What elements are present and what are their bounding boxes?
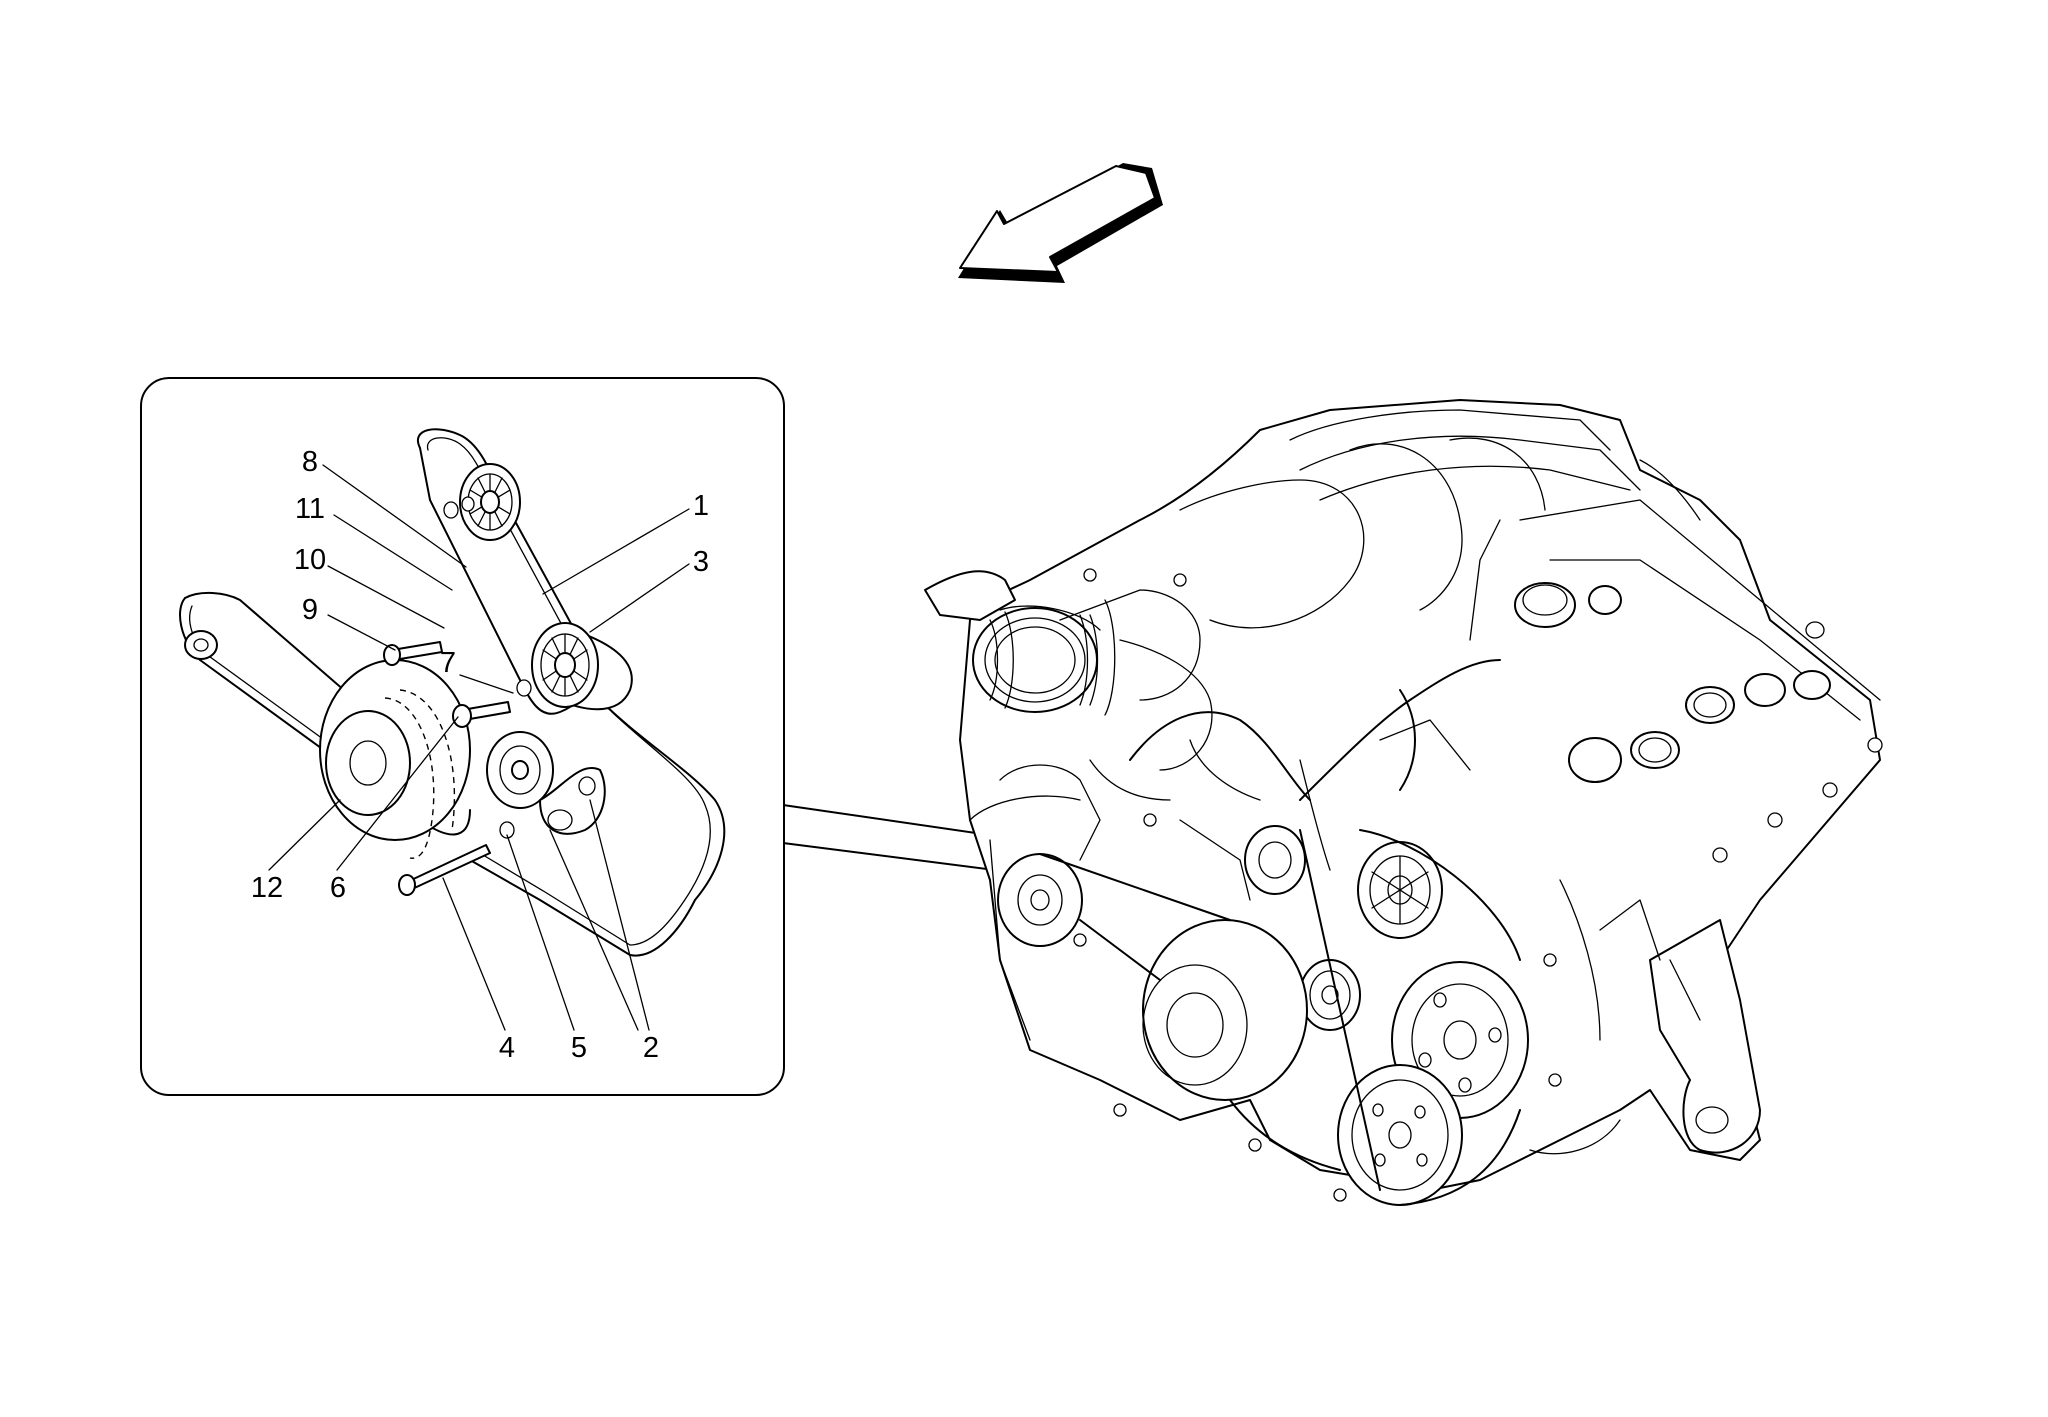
callout-7: 7 bbox=[440, 647, 456, 679]
callout-4: 4 bbox=[499, 1032, 515, 1064]
direction-arrow-icon bbox=[958, 163, 1163, 283]
callout-8: 8 bbox=[302, 446, 318, 478]
callout-labels: 8 11 10 9 1 3 7 12 6 4 5 2 bbox=[251, 446, 709, 1064]
callout-11: 11 bbox=[295, 493, 325, 525]
callout-1: 1 bbox=[693, 490, 709, 522]
callout-6: 6 bbox=[330, 872, 346, 904]
callout-3: 3 bbox=[693, 546, 709, 578]
callout-2: 2 bbox=[643, 1032, 659, 1064]
callout-12: 12 bbox=[251, 872, 283, 904]
callout-5: 5 bbox=[571, 1032, 587, 1064]
detail-inset-panel: 8 11 10 9 1 3 7 12 6 4 5 2 bbox=[140, 377, 785, 1096]
callout-leaders bbox=[268, 464, 690, 1031]
belt-assembly-drawing bbox=[179, 428, 726, 957]
engine-illustration bbox=[924, 399, 1883, 1206]
callout-9: 9 bbox=[302, 594, 318, 626]
callout-10: 10 bbox=[294, 544, 326, 576]
